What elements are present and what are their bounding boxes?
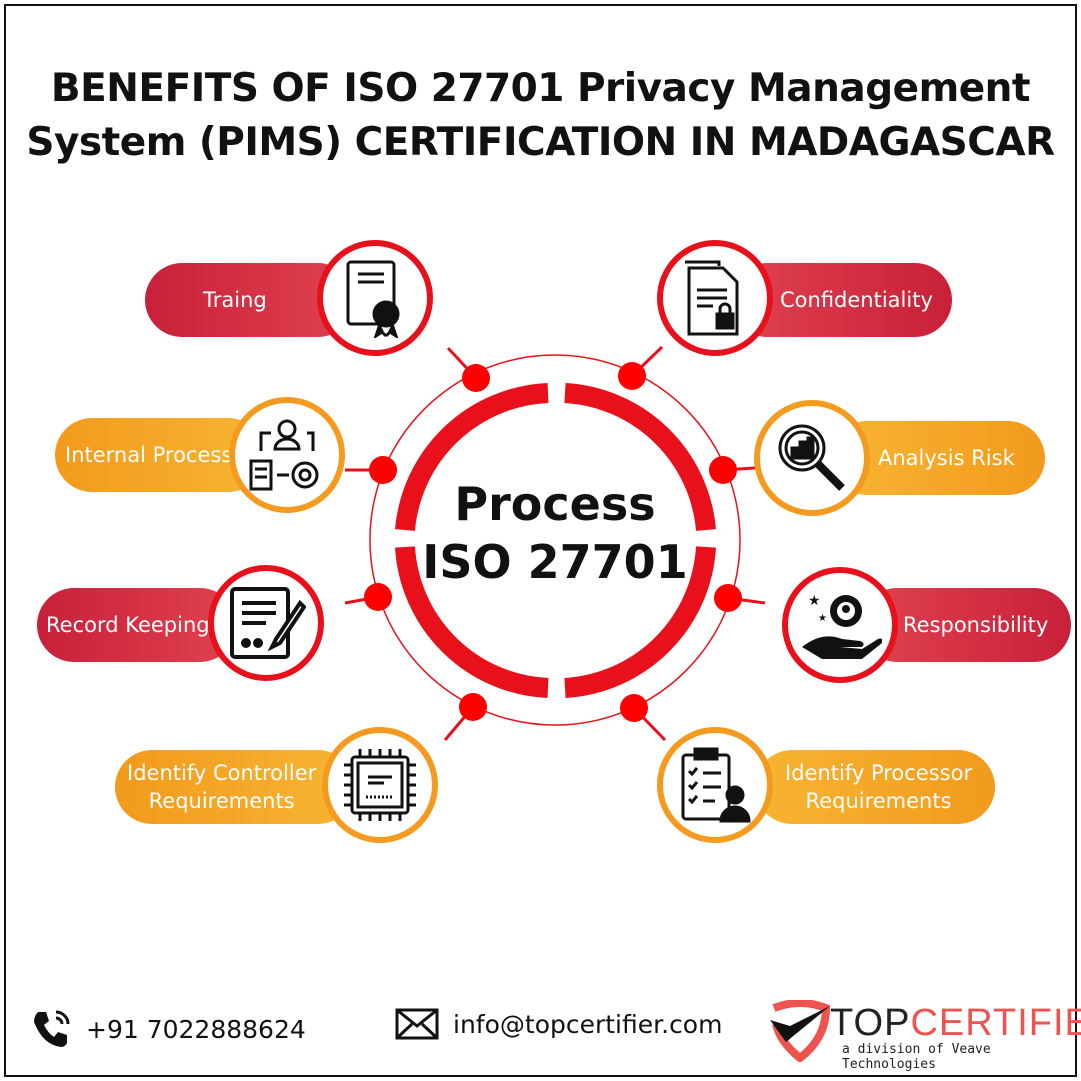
document-pen-icon xyxy=(208,565,324,681)
thick-ring xyxy=(395,383,716,698)
outer-thin-ring xyxy=(369,354,741,726)
benefit-label: Confidentiality xyxy=(780,288,933,312)
node-dot xyxy=(714,584,742,612)
border-frame xyxy=(4,4,1077,1077)
svg-text:★: ★ xyxy=(808,593,821,609)
hand-gear-icon: ★★ xyxy=(782,567,898,683)
benefit-label-line1: Identify Processor xyxy=(785,761,973,785)
title-line-1: BENEFITS OF ISO 27701 Privacy Management xyxy=(50,66,1031,111)
workflow-gear-icon xyxy=(229,397,345,513)
node-dot xyxy=(369,456,397,484)
logo-subtitle: a division of Veave Technologies xyxy=(842,1042,991,1072)
benefit-label: Record Keeping xyxy=(46,613,210,637)
node-dot xyxy=(709,456,737,484)
shield-check-icon xyxy=(770,999,831,1064)
logo-text-top: TOP xyxy=(830,1002,911,1044)
center-label: Process ISO 27701 xyxy=(405,475,705,591)
phone-contact: +91 7022888624 xyxy=(30,1008,306,1050)
title-line-2: System (PIMS) CERTIFICATION IN MADAGASCA… xyxy=(26,120,1055,165)
node-dot xyxy=(364,583,392,611)
benefit-label-line2: Requirements xyxy=(148,789,295,813)
clipboard-person-icon xyxy=(657,727,773,843)
benefit-record-keeping: Record Keeping xyxy=(37,588,237,662)
page-title: BENEFITS OF ISO 27701 Privacy Management… xyxy=(0,62,1081,170)
benefit-internal-process: Internal Process xyxy=(55,418,265,492)
phone-number[interactable]: +91 7022888624 xyxy=(86,1014,306,1044)
node-dot xyxy=(618,362,646,390)
topcertifier-logo: TOPCERTIFIER a division of Veave Technol… xyxy=(768,999,1081,1072)
node-dot xyxy=(462,364,490,392)
node-dot xyxy=(459,693,487,721)
benefit-label: Analysis Risk xyxy=(878,446,1015,470)
benefit-label-line1: Identify Controller xyxy=(127,761,317,785)
benefit-label: Responsibility xyxy=(903,613,1049,637)
email-contact: info@topcertifier.com xyxy=(395,1008,722,1040)
svg-text:★: ★ xyxy=(818,613,827,624)
certificate-icon xyxy=(317,240,433,356)
node-dot xyxy=(620,694,648,722)
benefit-label-line2: Requirements xyxy=(805,789,952,813)
center-line-2: ISO 27701 xyxy=(422,535,688,589)
magnifier-chart-icon xyxy=(754,400,870,516)
chip-icon xyxy=(322,727,438,843)
benefit-label: Internal Process xyxy=(65,443,233,467)
phone-icon xyxy=(34,1010,70,1047)
envelope-icon xyxy=(395,1008,439,1040)
center-line-1: Process xyxy=(454,477,656,531)
locked-document-icon xyxy=(657,240,773,356)
email-address[interactable]: info@topcertifier.com xyxy=(453,1009,723,1039)
benefit-label: Traing xyxy=(203,288,267,312)
logo-text-certifier: CERTIFIER xyxy=(910,1002,1081,1044)
